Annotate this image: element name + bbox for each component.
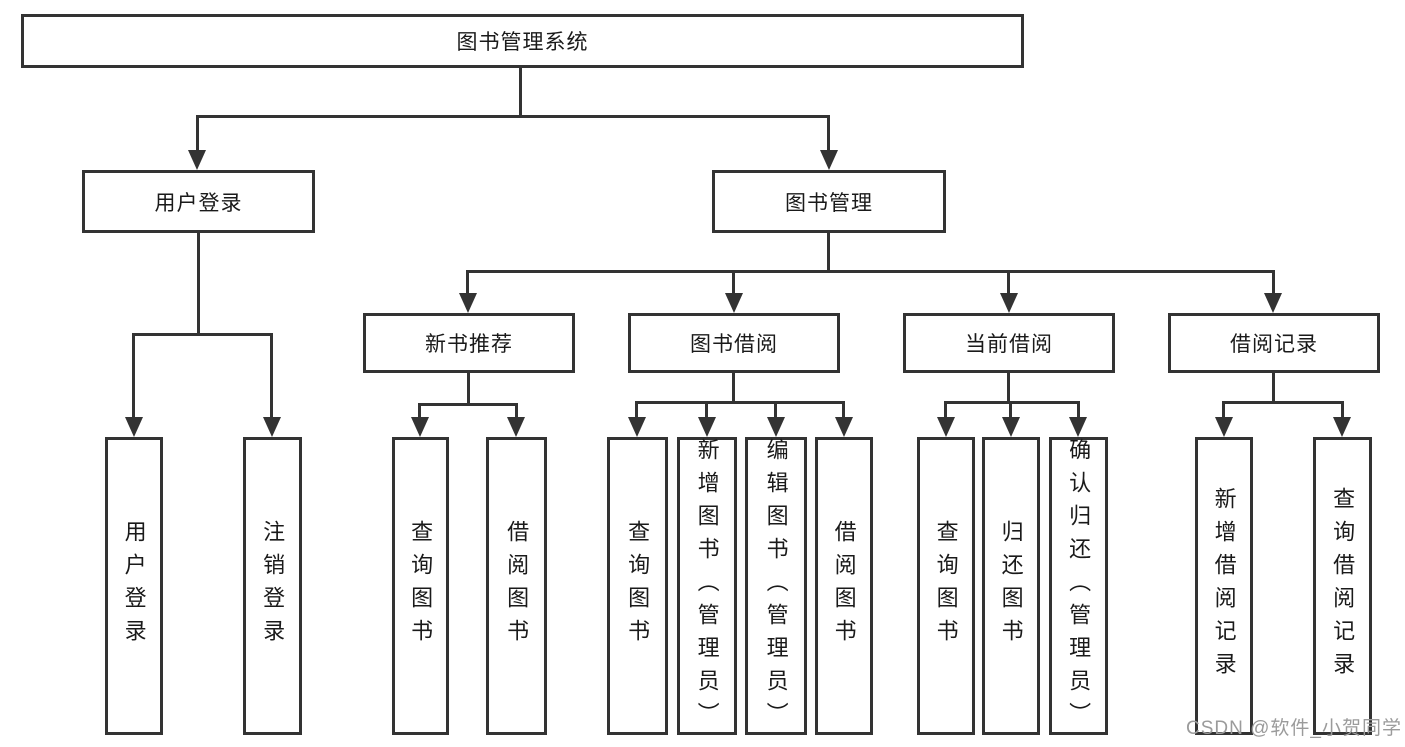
leaf-edit-book-admin-label: 编辑图书（管理员）	[763, 437, 789, 735]
arrowhead-return-book	[1002, 417, 1020, 437]
arrowhead-borrow-records	[1264, 293, 1282, 313]
connector-arrow-stem-add-record	[1222, 401, 1225, 419]
connector-arrow-stem-add-book	[705, 401, 708, 419]
connector-arrow-stem-recommend	[466, 270, 469, 295]
arrowhead-leaf-logout	[263, 417, 281, 437]
csdn-watermark: CSDN @软件_小贺同学	[1186, 718, 1402, 739]
leaf-borrow-books-label: 借阅图书	[831, 520, 857, 652]
arrowhead-query-record	[1333, 417, 1351, 437]
arrowhead-leaf-user-login	[125, 417, 143, 437]
arrowhead-query-recommend	[411, 417, 429, 437]
connector-current-borrow-stem	[1007, 373, 1010, 403]
leaf-return-book-label: 归还图书	[998, 520, 1024, 652]
connector-recommend-hbar	[418, 403, 518, 406]
leaf-query-books-recommend: 查询图书	[392, 437, 449, 735]
leaf-user-login-label: 用户登录	[121, 520, 147, 652]
connector-arrow-stem-edit-book	[774, 401, 777, 419]
connector-arrow-stem-borrow-books	[842, 401, 845, 419]
connector-login-stem	[197, 233, 200, 335]
arrowhead-user-login	[188, 150, 206, 170]
connector-arrow-stem-book-borrow	[732, 270, 735, 295]
connector-current-borrow-hbar	[944, 401, 1080, 404]
arrowhead-query-borrow	[628, 417, 646, 437]
connector-management-hbar	[466, 270, 1275, 273]
connector-management-stem	[827, 233, 830, 272]
connector-borrow-records-stem	[1272, 373, 1275, 403]
leaf-query-borrow-record-label: 查询借阅记录	[1330, 487, 1356, 685]
arrowhead-recommend	[459, 293, 477, 313]
connector-root-stem	[519, 68, 522, 118]
connector-book-borrow-hbar	[635, 401, 845, 404]
arrowhead-add-record	[1215, 417, 1233, 437]
connector-arrow-stem-confirm-return	[1077, 401, 1080, 419]
node-new-book-recommend: 新书推荐	[363, 313, 575, 373]
leaf-logout-login: 注销登录	[243, 437, 302, 735]
connector-arrow-stem-query-recommend	[418, 403, 421, 419]
node-book-borrow: 图书借阅	[628, 313, 840, 373]
leaf-add-book-admin: 新增图书（管理员）	[677, 437, 737, 735]
leaf-borrow-books-recommend: 借阅图书	[486, 437, 547, 735]
leaf-edit-book-admin: 编辑图书（管理员）	[745, 437, 807, 735]
leaf-user-login: 用户登录	[105, 437, 163, 735]
arrowhead-borrow-recommend	[507, 417, 525, 437]
connector-arrow-stem-query-current	[944, 401, 947, 419]
leaf-query-books-borrow-label: 查询图书	[625, 520, 651, 652]
connector-root-hbar	[196, 115, 830, 118]
connector-login-hbar	[132, 333, 273, 336]
leaf-query-books-current-label: 查询图书	[933, 520, 959, 652]
leaf-add-borrow-record: 新增借阅记录	[1195, 437, 1253, 735]
arrowhead-borrow-books	[835, 417, 853, 437]
arrowhead-add-book	[698, 417, 716, 437]
node-user-login: 用户登录	[82, 170, 315, 233]
leaf-confirm-return-admin-label: 确认归还（管理员）	[1066, 437, 1092, 735]
leaf-query-books-recommend-label: 查询图书	[408, 520, 434, 652]
leaf-query-borrow-record: 查询借阅记录	[1313, 437, 1372, 735]
leaf-return-book: 归还图书	[982, 437, 1040, 735]
arrowhead-query-current	[937, 417, 955, 437]
connector-arrow-stem-user-login	[196, 115, 199, 151]
arrowhead-current-borrow	[1000, 293, 1018, 313]
connector-arrow-stem-borrow-records	[1272, 270, 1275, 295]
connector-book-borrow-stem	[732, 373, 735, 403]
leaf-add-book-admin-label: 新增图书（管理员）	[694, 437, 720, 735]
connector-arrow-stem-leaf-logout	[270, 333, 273, 418]
arrowhead-book-management	[820, 150, 838, 170]
leaf-query-books-borrow: 查询图书	[607, 437, 668, 735]
node-current-borrow: 当前借阅	[903, 313, 1115, 373]
leaf-query-books-current: 查询图书	[917, 437, 975, 735]
connector-borrow-records-hbar	[1222, 401, 1344, 404]
connector-recommend-stem	[467, 373, 470, 405]
node-book-management: 图书管理	[712, 170, 946, 233]
leaf-confirm-return-admin: 确认归还（管理员）	[1049, 437, 1108, 735]
leaf-add-borrow-record-label: 新增借阅记录	[1211, 487, 1237, 685]
connector-arrow-stem-borrow-recommend	[515, 403, 518, 419]
leaf-borrow-books-recommend-label: 借阅图书	[504, 520, 530, 652]
connector-arrow-stem-leaf-user-login	[132, 333, 135, 418]
leaf-logout-login-label: 注销登录	[260, 520, 286, 652]
arrowhead-edit-book	[767, 417, 785, 437]
connector-arrow-stem-return-book	[1009, 401, 1012, 419]
node-borrow-records: 借阅记录	[1168, 313, 1380, 373]
leaf-borrow-books: 借阅图书	[815, 437, 873, 735]
node-root: 图书管理系统	[21, 14, 1024, 68]
arrowhead-book-borrow	[725, 293, 743, 313]
connector-arrow-stem-book-management	[827, 115, 830, 151]
connector-arrow-stem-current-borrow	[1007, 270, 1010, 295]
connector-arrow-stem-query-borrow	[635, 401, 638, 419]
connector-arrow-stem-query-record	[1341, 401, 1344, 419]
arrowhead-confirm-return	[1069, 417, 1087, 437]
